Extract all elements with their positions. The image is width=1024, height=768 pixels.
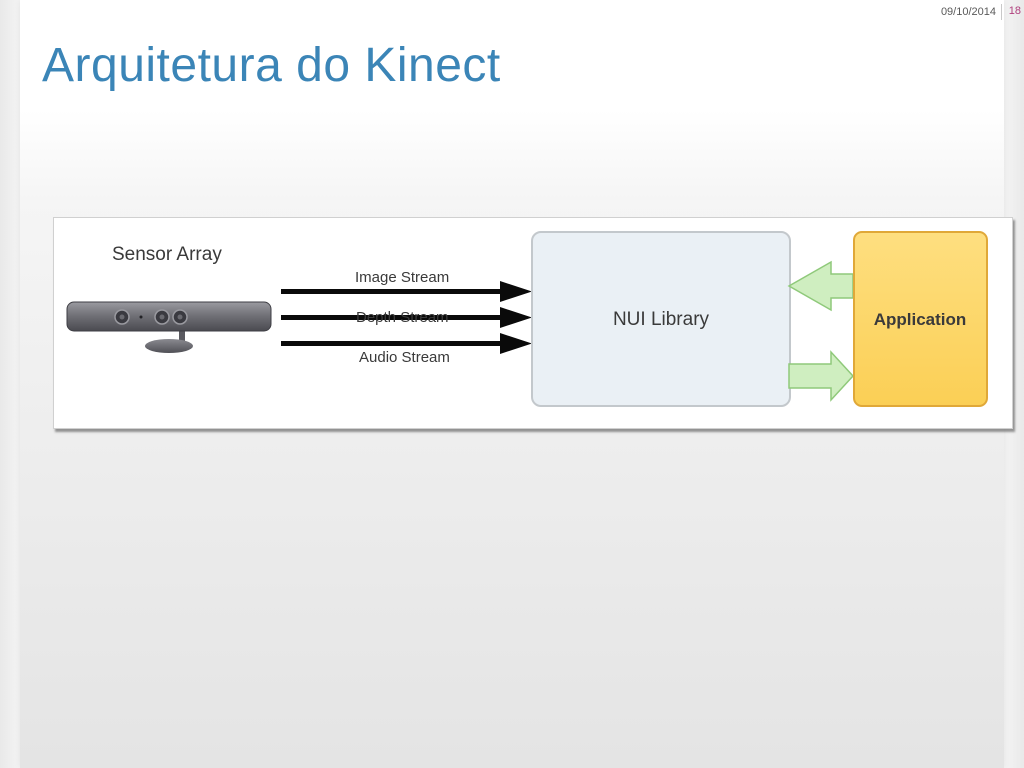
nui-library-label: NUI Library bbox=[613, 309, 710, 330]
nui-library-box bbox=[531, 231, 791, 407]
slide-title: Arquitetura do Kinect bbox=[42, 39, 501, 92]
image-stream-arrow bbox=[281, 281, 532, 302]
image-stream-label: Image Stream bbox=[355, 269, 449, 286]
slide-content: Arquitetura do Kinect bbox=[20, 0, 1013, 768]
application-to-library-arrow bbox=[787, 260, 854, 312]
diagram-canvas: Sensor Array bbox=[66, 231, 988, 407]
depth-stream-arrow bbox=[281, 307, 532, 328]
slide-number: 18 bbox=[1008, 5, 1021, 17]
application-label: Application bbox=[874, 310, 967, 329]
application-box bbox=[853, 231, 988, 407]
library-to-application-arrow bbox=[788, 350, 855, 402]
kinect-architecture-diagram: Sensor Array bbox=[53, 217, 1013, 429]
slide-date: 09/10/2014 bbox=[940, 6, 996, 18]
kinect-sensor-icon bbox=[66, 301, 272, 353]
sensor-array-label: Sensor Array bbox=[112, 244, 222, 265]
audio-stream-label: Audio Stream bbox=[359, 349, 450, 366]
depth-stream-label: Depth Stream bbox=[356, 309, 449, 326]
audio-stream-arrow bbox=[281, 333, 532, 354]
header-divider bbox=[1001, 4, 1002, 20]
